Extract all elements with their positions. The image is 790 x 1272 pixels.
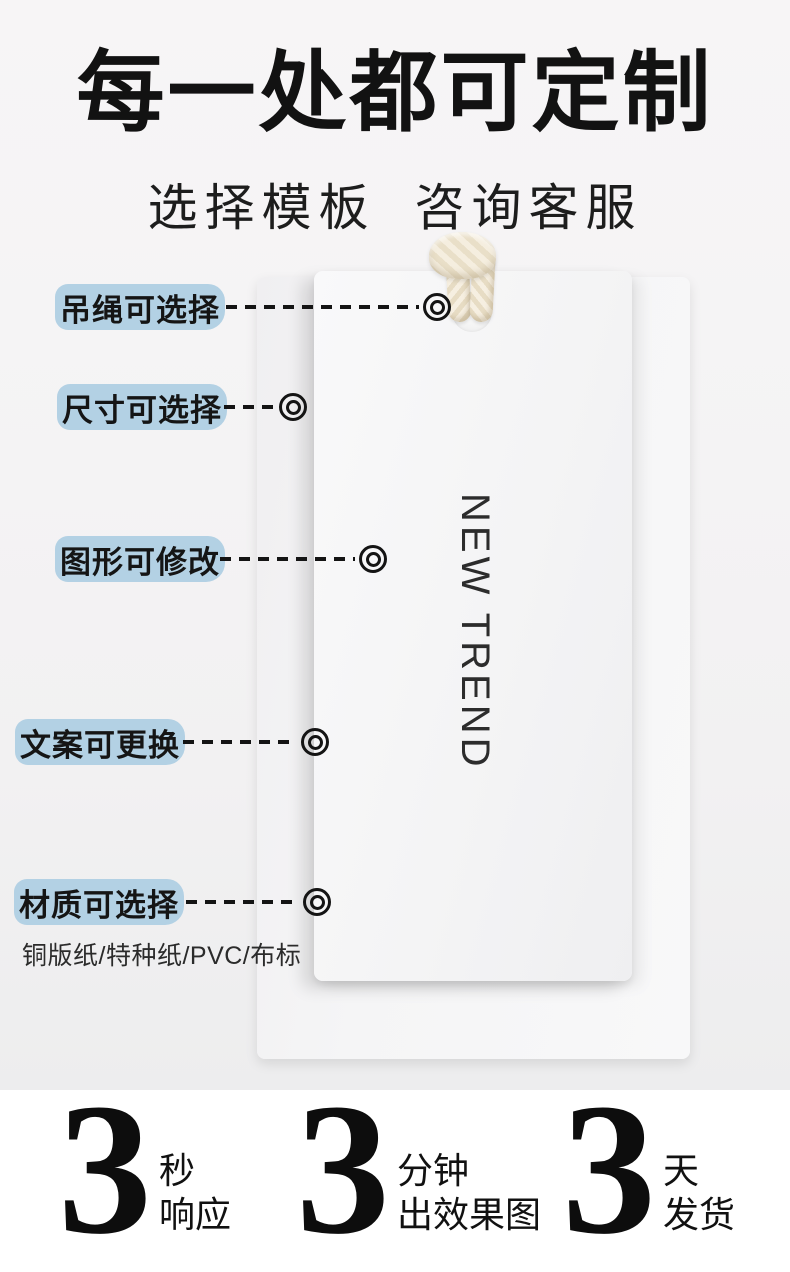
callout-rope-line	[226, 305, 419, 309]
stat-ship-desc: 发货	[663, 1193, 736, 1235]
target-inner-ring	[307, 734, 323, 750]
stat-response-number: 3	[58, 1064, 152, 1272]
stat-render-desc: 出效果图	[397, 1193, 542, 1235]
callout-graphic-line	[220, 557, 355, 561]
callout-material-line	[186, 900, 299, 904]
target-inner-ring	[309, 894, 325, 910]
page-title: 每一处都可定制	[76, 46, 714, 143]
callout-copy-label: 文案可更换	[15, 719, 185, 765]
callout-rope-label: 吊绳可选择	[55, 284, 225, 330]
callout-size-target-icon	[279, 393, 307, 421]
stat-render-number: 3	[296, 1064, 390, 1272]
stat-ship: 3 天发货	[562, 1064, 735, 1272]
target-inner-ring	[429, 299, 445, 315]
stat-response-text: 秒响应	[159, 1149, 231, 1237]
callout-graphic-label: 图形可修改	[55, 536, 225, 582]
callout-material-target-icon	[303, 888, 331, 916]
material-options-text: 铜版纸/特种纸/PVC/布标	[22, 942, 302, 970]
target-inner-ring	[285, 399, 301, 415]
callout-size-label: 尺寸可选择	[57, 384, 227, 430]
stat-ship-unit: 天	[663, 1150, 700, 1192]
page-subtitle: 选择模板 咨询客服	[147, 180, 643, 236]
rope-knot	[429, 232, 496, 279]
stat-render-text: 分钟出效果图	[397, 1149, 541, 1237]
callout-material-label: 材质可选择	[14, 879, 184, 925]
stat-render-unit: 分钟	[397, 1150, 470, 1192]
stat-response-desc: 响应	[159, 1193, 232, 1235]
callout-graphic-target-icon	[359, 545, 387, 573]
tag-brand-text: NEW TREND	[453, 493, 497, 771]
callout-size-line	[224, 405, 275, 409]
callout-copy-target-icon	[301, 728, 329, 756]
stat-render: 3 分钟出效果图	[296, 1064, 541, 1272]
callout-copy-line	[183, 740, 297, 744]
callout-rope-target-icon	[423, 293, 451, 321]
stat-response: 3 秒响应	[58, 1064, 231, 1272]
stat-response-unit: 秒	[159, 1150, 196, 1192]
stat-ship-number: 3	[562, 1064, 656, 1272]
hangtag-front-card	[314, 271, 632, 981]
target-inner-ring	[365, 551, 381, 567]
stat-ship-text: 天发货	[663, 1149, 735, 1237]
